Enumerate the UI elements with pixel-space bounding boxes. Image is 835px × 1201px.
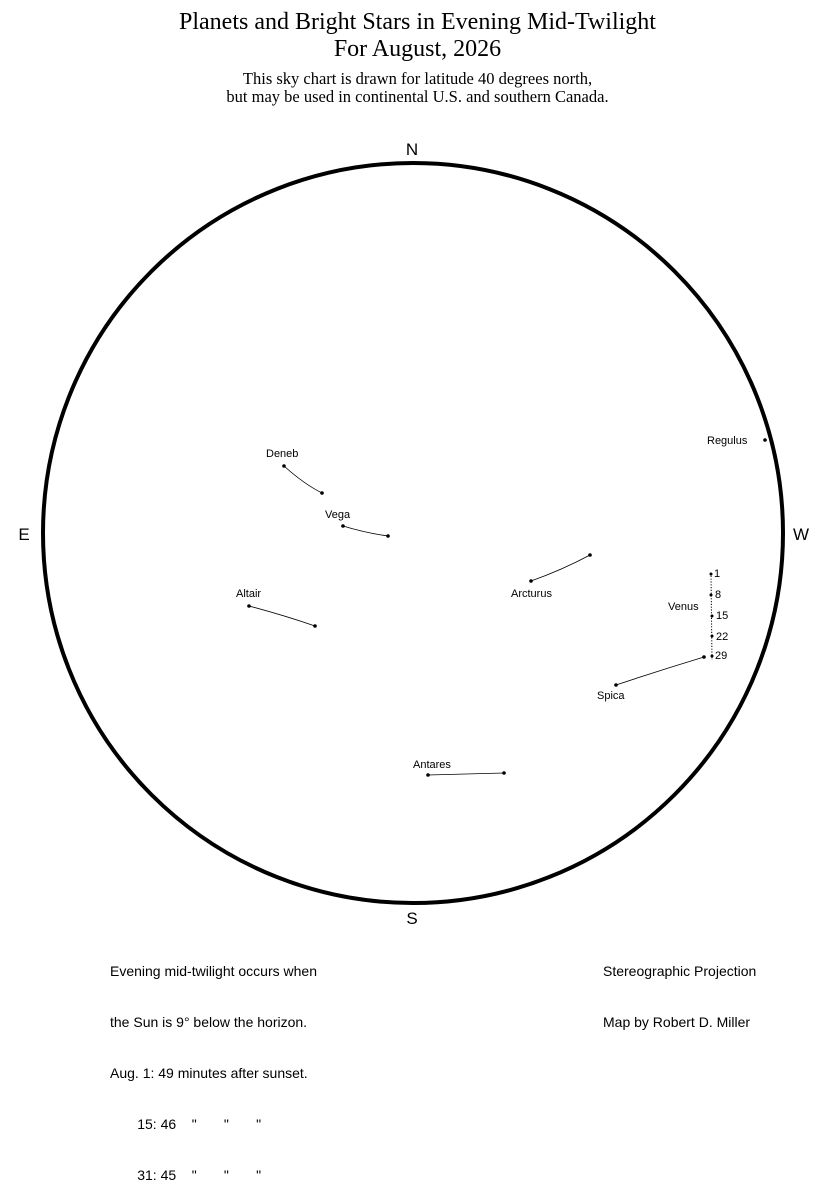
chart-subtitle: This sky chart is drawn for latitude 40 …: [0, 70, 835, 106]
antares-start-dot: [426, 773, 430, 777]
direction-north: N: [406, 140, 418, 159]
spica-label: Spica: [597, 690, 625, 702]
venus-dot-15: [710, 614, 714, 618]
title-line-2: For August, 2026: [333, 36, 502, 62]
subtitle-line-1: This sky chart is drawn for latitude 40 …: [242, 69, 593, 88]
venus-dot-1: [709, 572, 713, 576]
venus-label: Venus: [668, 601, 699, 613]
star-arcturus: Arcturus: [511, 553, 592, 600]
arcturus-start-dot: [529, 579, 533, 583]
direction-east: E: [18, 525, 29, 544]
spica-end-dot: [702, 655, 706, 659]
chart-title: Planets and Bright Stars in Evening Mid-…: [0, 9, 835, 63]
altair-track: [248, 605, 316, 627]
altair-end-dot: [313, 624, 317, 628]
deneb-end-dot: [320, 491, 324, 495]
star-vega: Vega: [325, 509, 390, 538]
vega-label: Vega: [325, 509, 351, 521]
twilight-note-line-2: the Sun is 9° below the horizon.: [110, 1014, 308, 1030]
venus-dot-8: [709, 593, 713, 597]
vega-end-dot: [386, 534, 390, 538]
deneb-start-dot: [282, 464, 286, 468]
direction-south: S: [406, 909, 417, 928]
arcturus-label: Arcturus: [511, 588, 552, 600]
regulus-dot: [763, 438, 767, 442]
vega-start-dot: [341, 524, 345, 528]
venus-dot-29: [710, 654, 714, 658]
venus-date-label-15: 15: [716, 610, 728, 622]
venus-date-label-22: 22: [716, 631, 728, 643]
sky-chart: N S E W Deneb Vega Altair Arcturus Antar…: [18, 140, 809, 928]
arcturus-track: [530, 554, 591, 582]
star-deneb: Deneb: [266, 448, 324, 495]
altair-start-dot: [247, 604, 251, 608]
star-regulus: Regulus: [707, 435, 767, 447]
author-credit: Map by Robert D. Miller: [603, 1014, 751, 1030]
antares-end-dot: [502, 771, 506, 775]
vega-track: [342, 525, 389, 537]
altair-label: Altair: [236, 588, 261, 600]
twilight-note-line-4: 15: 46 " " ": [110, 1116, 262, 1132]
spica-start-dot: [614, 683, 618, 687]
venus-date-label-8: 8: [715, 589, 721, 601]
venus-date-label-1: 1: [714, 568, 720, 580]
antares-track: [427, 772, 505, 776]
arcturus-end-dot: [588, 553, 592, 557]
projection-credits: Stereographic Projection Map by Robert D…: [603, 929, 756, 1048]
spica-track: [615, 656, 705, 686]
projection-note: Stereographic Projection: [603, 963, 757, 979]
venus-date-label-29: 29: [715, 650, 727, 662]
star-altair: Altair: [236, 588, 317, 628]
twilight-notes: Evening mid-twilight occurs when the Sun…: [110, 929, 317, 1201]
antares-label: Antares: [413, 759, 451, 771]
twilight-note-line-1: Evening mid-twilight occurs when: [110, 963, 317, 979]
title-line-1: Planets and Bright Stars in Evening Mid-…: [179, 9, 656, 35]
subtitle-line-2: but may be used in continental U.S. and …: [226, 87, 609, 106]
venus-dot-22: [710, 634, 714, 638]
deneb-label: Deneb: [266, 448, 298, 460]
planet-venus: 1 8 15 22 29 Venus: [668, 568, 728, 662]
star-spica: Spica: [597, 655, 706, 702]
deneb-track: [283, 465, 323, 494]
venus-track: [710, 572, 713, 661]
star-antares: Antares: [413, 759, 506, 777]
direction-west: W: [793, 525, 809, 544]
horizon-circle: [41, 161, 785, 905]
regulus-label: Regulus: [707, 435, 748, 447]
twilight-note-line-3: Aug. 1: 49 minutes after sunset.: [110, 1065, 308, 1081]
twilight-note-line-5: 31: 45 " " ": [110, 1167, 262, 1183]
